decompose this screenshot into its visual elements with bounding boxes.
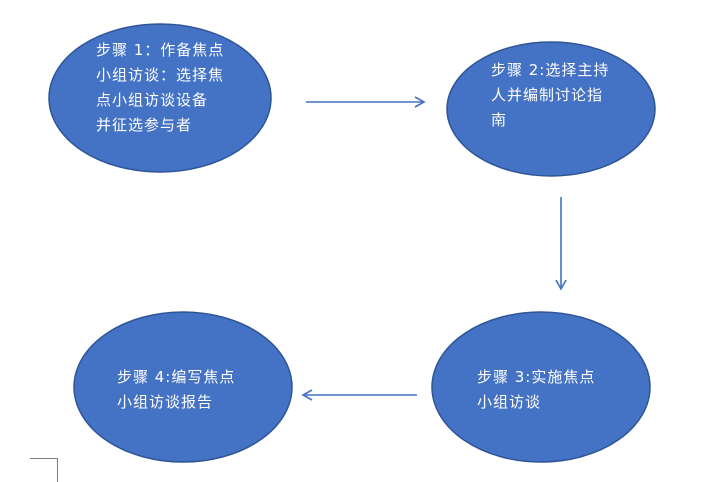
node-step-2[interactable]	[446, 41, 656, 177]
node-step-4-label: 步骤 4:编写焦点 小组访谈报告	[117, 368, 236, 411]
node-step-1[interactable]	[48, 23, 272, 173]
node-step-3-label: 步骤 3:实施焦点 小组访谈	[477, 368, 596, 411]
node-step-4[interactable]	[73, 311, 293, 463]
page-corner-mark	[30, 458, 58, 482]
node-step-3[interactable]	[431, 311, 651, 463]
node-step-2-label: 步骤 2:选择主持 人并编制讨论指 南	[491, 61, 610, 129]
node-step-1-label: 步骤 1：作备焦点 小组访谈：选择焦 点小组访谈设备 并征选参与者	[96, 41, 225, 134]
